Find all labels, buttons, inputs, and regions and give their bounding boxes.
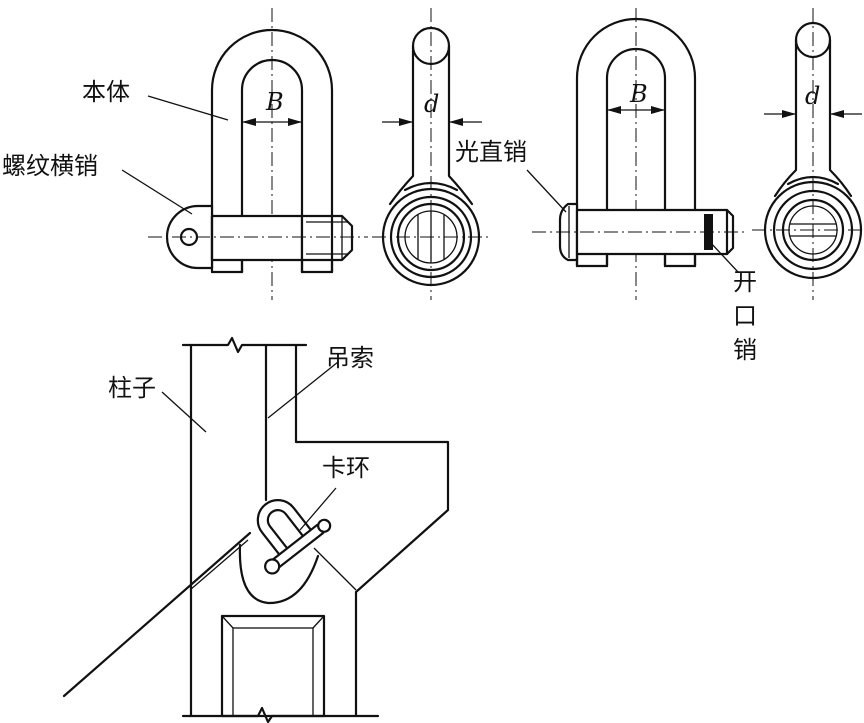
label-sling: 吊索 [326, 344, 374, 372]
label-split-pin-3: 销 [733, 336, 757, 364]
label-body: 本体 [82, 78, 130, 106]
dim-diameter-d-left: d [424, 90, 439, 118]
dim-diameter-d-right: d [805, 82, 820, 110]
dim-width-b-right: B [629, 80, 648, 108]
shackle-threaded-side-view [372, 8, 488, 300]
label-split-pin-1: 开 [733, 268, 757, 296]
label-split-pin-2: 口 [733, 302, 757, 330]
column-lifting-detail [62, 336, 450, 723]
label-plain-pin: 光直销 [455, 138, 527, 166]
leader-lines-top [121, 95, 739, 273]
label-shackle: 卡环 [322, 454, 370, 482]
shackle-threaded-front-view [148, 8, 368, 300]
dim-width-b-left: B [265, 88, 284, 116]
shackle-plain-side-view [752, 8, 864, 300]
shackle-plain-front-view [532, 8, 745, 300]
label-column: 柱子 [108, 374, 156, 402]
label-threaded-pin: 螺纹横销 [2, 152, 98, 180]
